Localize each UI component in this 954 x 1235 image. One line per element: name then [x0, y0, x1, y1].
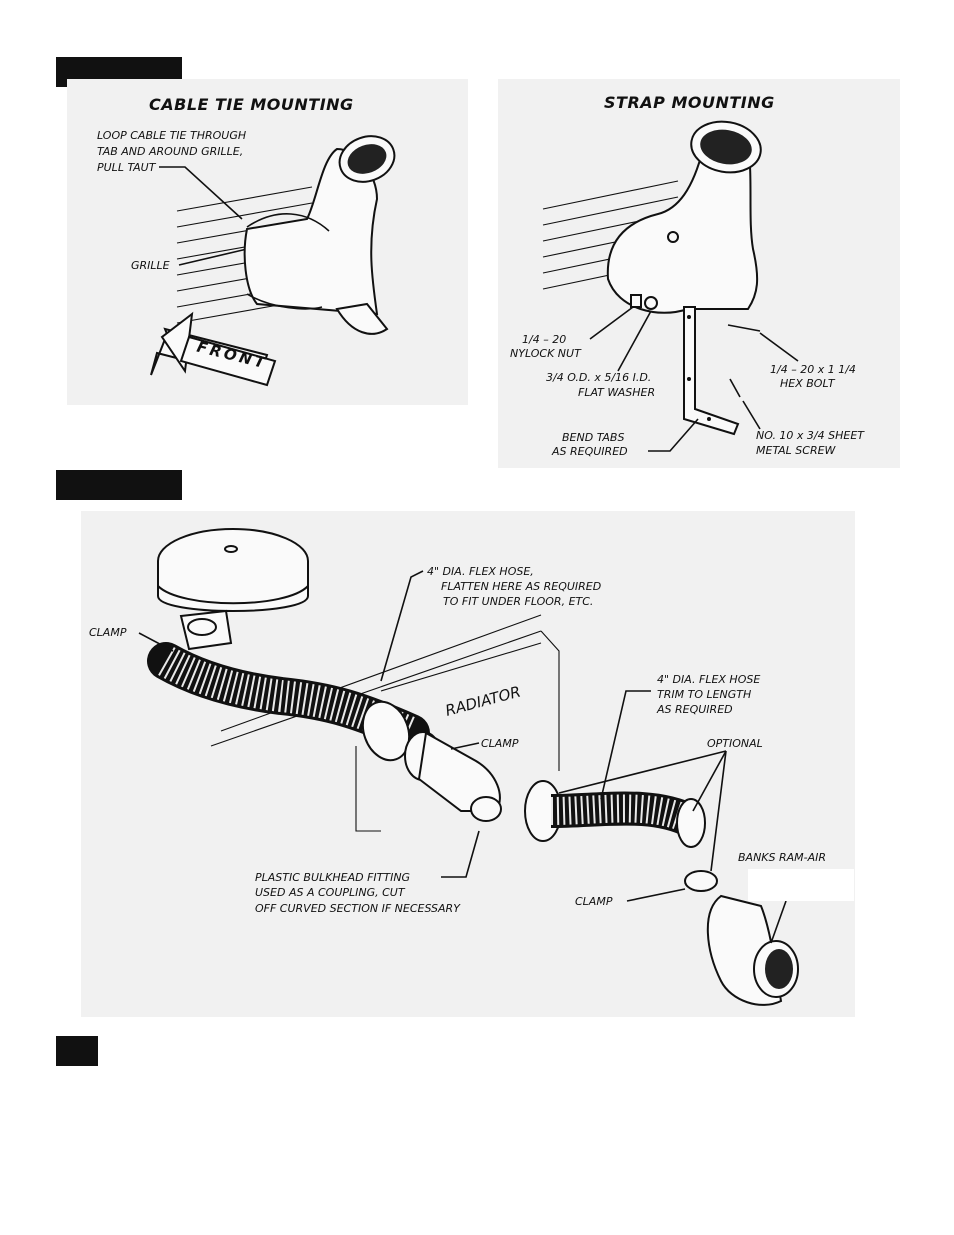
washer-label-2: FLAT WASHER [578, 386, 655, 399]
section-b-label-bar [56, 470, 182, 500]
hose2-label-3: AS REQUIRED [656, 703, 733, 716]
grille-label: GRILLE [131, 259, 170, 272]
hardware-parts [630, 294, 761, 436]
banks-label: BANKS RAM-AIR [738, 851, 826, 864]
flat-washer [644, 296, 658, 310]
loop-label-3: PULL TAUT [97, 161, 157, 174]
hose1-label-1: 4" DIA. FLEX HOSE, [427, 565, 534, 578]
clamp-mid-label: CLAMP [481, 737, 519, 750]
loop-label-2: TAB AND AROUND GRILLE, [97, 145, 243, 158]
strap-title: STRAP MOUNTING [604, 93, 775, 112]
bend-label-1: BEND TABS [562, 431, 624, 444]
air-cleaner [157, 528, 309, 651]
optional-label: OPTIONAL [707, 737, 763, 750]
cable-tie-title: CABLE TIE MOUNTING [149, 95, 354, 114]
hose2-label-2: TRIM TO LENGTH [657, 688, 751, 701]
cable-tie-panel: CABLE TIE MOUNTING LOOP CABLE TIE THROUG… [67, 79, 468, 405]
nut-label-1: 1/4 – 20 [522, 333, 566, 346]
hose2-leader [600, 690, 651, 800]
optional-leader-1 [558, 750, 727, 794]
nut-leader-line [589, 306, 634, 340]
bulkhead-label-2: USED AS A COUPLING, CUT [255, 886, 406, 899]
ram-air-scoop-strap [606, 120, 762, 314]
front-arrow: FRONT [150, 311, 277, 387]
bolt-label-2: HEX BOLT [780, 377, 836, 390]
bulkhead-fitting [404, 731, 502, 822]
banks-leader [770, 900, 787, 944]
screw-label-2: METAL SCREW [756, 444, 837, 457]
nut-label-2: NYLOCK NUT [510, 347, 582, 360]
bulkhead-label-3: OFF CURVED SECTION IF NECESSARY [255, 902, 461, 915]
label-cutout [748, 869, 854, 901]
strap-panel: STRAP MOUNTING 1/4 – 20 NYLOCK N [498, 79, 900, 468]
bend-label-2: AS REQUIRED [551, 445, 628, 458]
bolt-leader-line [759, 332, 799, 362]
hose1-label-2: FLATTEN HERE AS REQUIRED [441, 580, 601, 593]
clamp-mid-leader [450, 742, 480, 750]
bulkhead-leader [441, 830, 480, 878]
mounting-strap [683, 306, 740, 436]
grille-leader-line [178, 248, 248, 266]
sheet-metal-screw [729, 378, 741, 398]
clamp-bottom-leader [626, 888, 686, 902]
bolt-label-1: 1/4 – 20 x 1 1/4 [770, 363, 856, 376]
hose1-leader [380, 570, 424, 682]
loop-leader-line [159, 166, 243, 220]
hose-routing-illustration: CLAMP 4" DIA. FLEX HOSE, FLATTEN HERE AS… [89, 528, 826, 1006]
cable-tie-illustration: CABLE TIE MOUNTING LOOP CABLE TIE THROUG… [97, 95, 396, 387]
hose1-label-3: TO FIT UNDER FLOOR, ETC. [443, 595, 593, 608]
screw-leader-line [742, 400, 761, 430]
clamp-left-leader [138, 632, 174, 652]
hex-bolt [727, 324, 761, 332]
flex-hose-1 [147, 642, 430, 762]
clamp-bottom-label: CLAMP [575, 895, 613, 908]
strap-illustration: STRAP MOUNTING 1/4 – 20 NYLOCK N [510, 93, 865, 458]
flex-hose-2 [524, 780, 718, 892]
hose2-label-1: 4" DIA. FLEX HOSE [657, 673, 760, 686]
loop-label-1: LOOP CABLE TIE THROUGH [97, 129, 246, 142]
optional-leader-2 [692, 750, 727, 812]
ram-air-scoop [243, 135, 396, 335]
screw-label-1: NO. 10 x 3/4 SHEET [756, 429, 865, 442]
section-c-label-bar [56, 1036, 98, 1066]
hose-routing-panel: CLAMP 4" DIA. FLEX HOSE, FLATTEN HERE AS… [81, 511, 855, 1017]
washer-leader-line [617, 310, 652, 372]
banks-ram-air-scoop [706, 894, 799, 1006]
optional-leader-3 [710, 750, 727, 872]
bulkhead-label-1: PLASTIC BULKHEAD FITTING [255, 871, 410, 884]
radiator-label: RADIATOR [443, 682, 522, 719]
clamp-left-label: CLAMP [89, 626, 127, 639]
bend-leader-line [648, 418, 699, 452]
nylock-nut [630, 294, 642, 308]
washer-label-1: 3/4 O.D. x 5/16 I.D. [546, 371, 651, 384]
